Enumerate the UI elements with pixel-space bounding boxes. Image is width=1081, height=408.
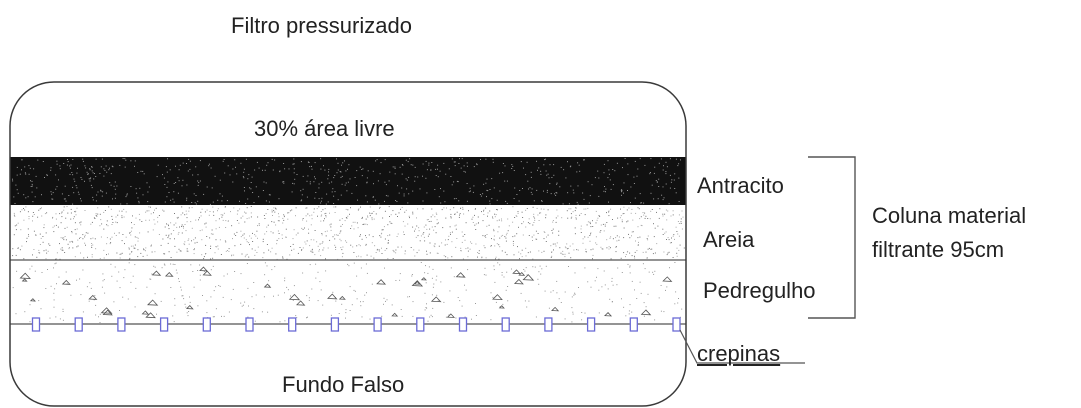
anthracite-label: Antracito <box>697 173 784 198</box>
gravel-layer <box>10 260 686 324</box>
crepinas-row <box>31 317 681 332</box>
crepina-nozzle <box>586 317 596 332</box>
crepina-nozzle <box>288 317 297 332</box>
sand-texture <box>12 206 685 260</box>
diagram-title: Filtro pressurizado <box>231 13 412 38</box>
crepina-nozzle <box>202 317 211 332</box>
crepina-nozzle <box>544 317 553 332</box>
gravel-texture <box>12 262 683 323</box>
crepina-nozzle <box>458 317 468 332</box>
false-bottom-label: Fundo Falso <box>282 372 405 397</box>
sand-layer <box>10 205 686 260</box>
column-label-line1: Coluna material <box>872 203 1027 228</box>
column-bracket <box>808 156 856 319</box>
crepina-nozzle <box>416 317 425 332</box>
crepina-nozzle <box>74 317 83 332</box>
column-label-line2: filtrante 95cm <box>872 237 1005 262</box>
crepina-nozzle <box>159 317 169 332</box>
crepina-nozzle <box>672 317 681 332</box>
vessel-outline <box>9 81 687 407</box>
free-space-label: 30% área livre <box>254 116 395 141</box>
crepinas-label: crepinas <box>697 341 781 366</box>
crepina-nozzle <box>245 317 254 332</box>
anthracite-layer <box>10 157 686 205</box>
crepina-nozzle <box>117 317 126 332</box>
sand-label: Areia <box>703 227 755 252</box>
crepina-nozzle <box>373 317 382 332</box>
crepina-nozzle <box>330 317 340 332</box>
anthracite-texture <box>12 158 681 205</box>
crepina-nozzle <box>31 317 41 332</box>
crepina-nozzle <box>629 317 638 332</box>
crepina-nozzle <box>501 317 510 332</box>
gravel-label: Pedregulho <box>703 278 816 303</box>
crepinas-leader <box>679 329 805 364</box>
